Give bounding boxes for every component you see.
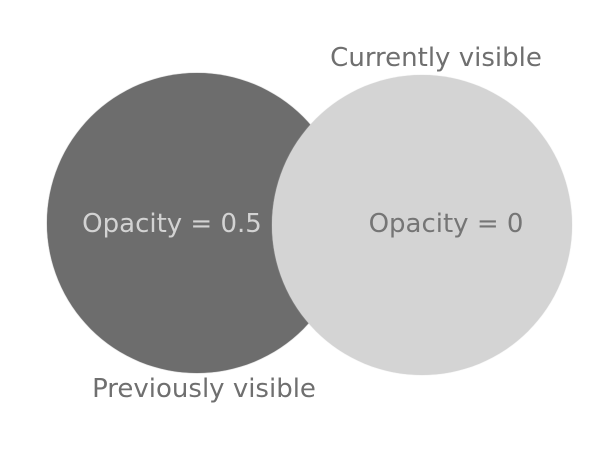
previously-visible-caption: Previously visible: [92, 374, 316, 404]
left-circle-opacity-label: Opacity = 0.5: [82, 209, 262, 239]
currently-visible-caption: Currently visible: [330, 43, 542, 73]
right-circle-opacity-label: Opacity = 0: [368, 209, 524, 239]
currently-visible-circle: [272, 75, 572, 375]
